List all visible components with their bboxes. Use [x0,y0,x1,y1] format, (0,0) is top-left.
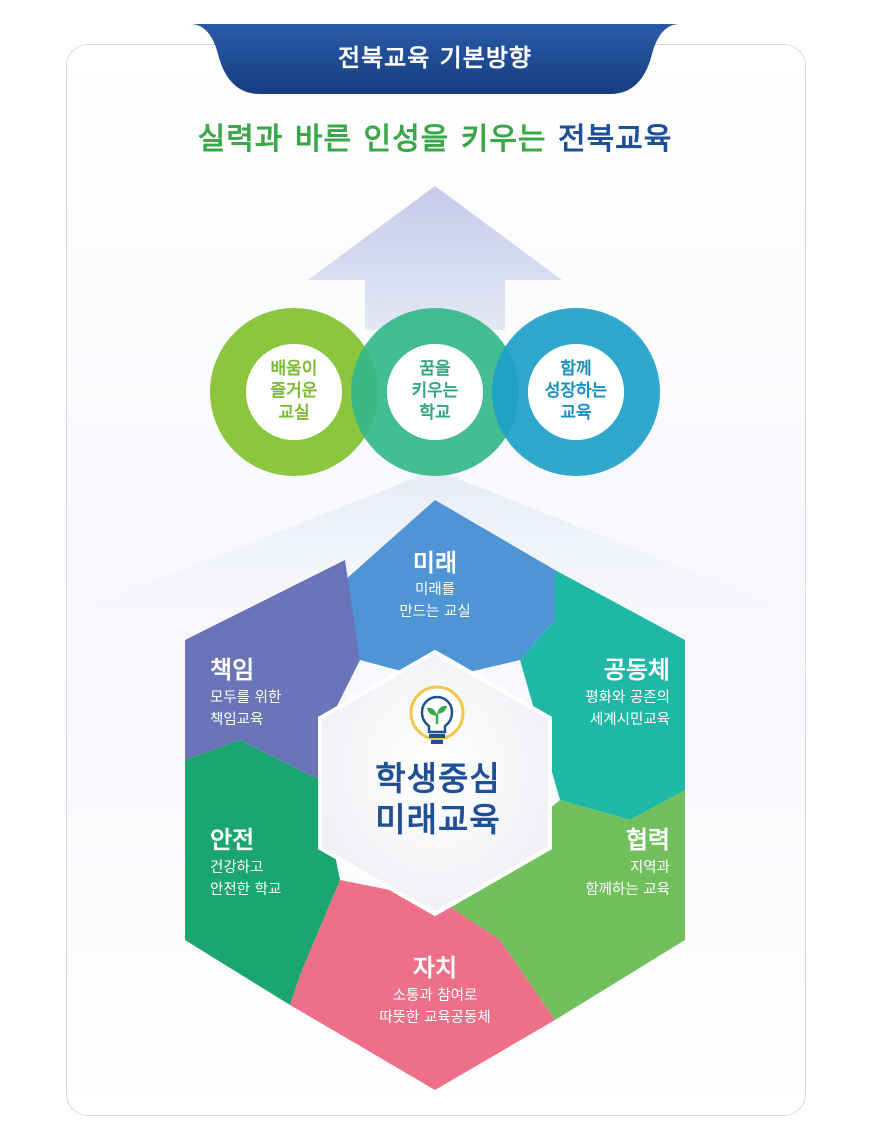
future-desc-1: 미래를 [414,582,456,598]
responsibility-desc: 모두를 위한 책임교육 [210,688,330,732]
up-arrow [308,186,562,330]
center-hexagon [318,649,552,917]
responsibility-title: 책임 [210,656,255,684]
ring-1-line1: 배움이 [270,359,318,379]
safety-desc: 건강하고 안전한 학교 [210,858,330,902]
hexagon-segments [185,500,685,1090]
ring-label-3: 함께 성장하는 교육 [521,358,631,424]
segment-safety [185,740,340,1005]
responsibility-desc-1: 모두를 위한 [210,690,282,706]
cooperation-title: 협력 [625,826,670,854]
vision-title: 실력과 바른 인성을 키우는 전북교육 [0,114,870,158]
vision-text: 실력과 바른 인성을 키우는 [197,122,558,157]
safety-title: 안전 [210,826,255,854]
community-desc-1: 평화와 공존의 [585,690,670,706]
responsibility-desc-2: 책임교육 [210,711,264,728]
ring-3-line3: 교육 [560,403,592,424]
segment-cooperation [440,790,685,1020]
center-line-2: 미래교육 [375,800,501,840]
header-tab: 전북교육 기본방향 [190,24,680,98]
segment-community [520,570,685,820]
ring-1-line3: 교실 [278,403,310,424]
community-title: 공동체 [603,656,670,684]
autonomy-desc-1: 소통과 참여로 [392,988,478,1004]
lightbulb-sprout-icon [409,685,465,744]
ring-1-line2: 즐거운 [270,381,318,402]
future-desc-2: 만드는 교실 [399,603,471,620]
safety-desc-1: 건강하고 [210,860,264,876]
cooperation-desc: 지역과 함께하는 교육 [540,858,670,902]
cooperation-desc-1: 지역과 [629,860,670,876]
segment-autonomy [290,880,555,1090]
ring-label-2: 꿈을 키우는 학교 [380,358,490,424]
ring-2-line3: 학교 [419,403,451,424]
ring-3-line1: 함께 [560,359,592,379]
cooperation-desc-2: 함께하는 교육 [585,881,670,898]
center-title: 학생중심 미래교육 [333,758,543,841]
ring-2-line1: 꿈을 [419,359,451,379]
vision-highlight: 전북교육 [557,122,673,157]
rings [210,308,660,476]
segment-future [345,500,555,680]
ring-3-line2: 성장하는 [544,381,608,402]
future-title: 미래 [412,549,458,577]
segment-responsibility [185,560,360,780]
center-line-1: 학생중심 [375,759,501,798]
autonomy-desc-2: 따뜻한 교육공동체 [379,1009,491,1026]
future-desc: 미래를 만드는 교실 [380,580,490,624]
autonomy-title: 자치 [412,954,458,982]
safety-desc-2: 안전한 학교 [210,881,282,898]
community-desc: 평화와 공존의 세계시민교육 [540,688,670,732]
community-desc-2: 세계시민교육 [589,711,670,728]
header-title: 전북교육 기본방향 [338,44,532,72]
autonomy-desc: 소통과 참여로 따뜻한 교육공동체 [360,986,510,1030]
ring-3 [492,308,660,476]
ring-label-1: 배움이 즐거운 교실 [239,358,349,424]
ring-2-line2: 키우는 [411,381,459,402]
